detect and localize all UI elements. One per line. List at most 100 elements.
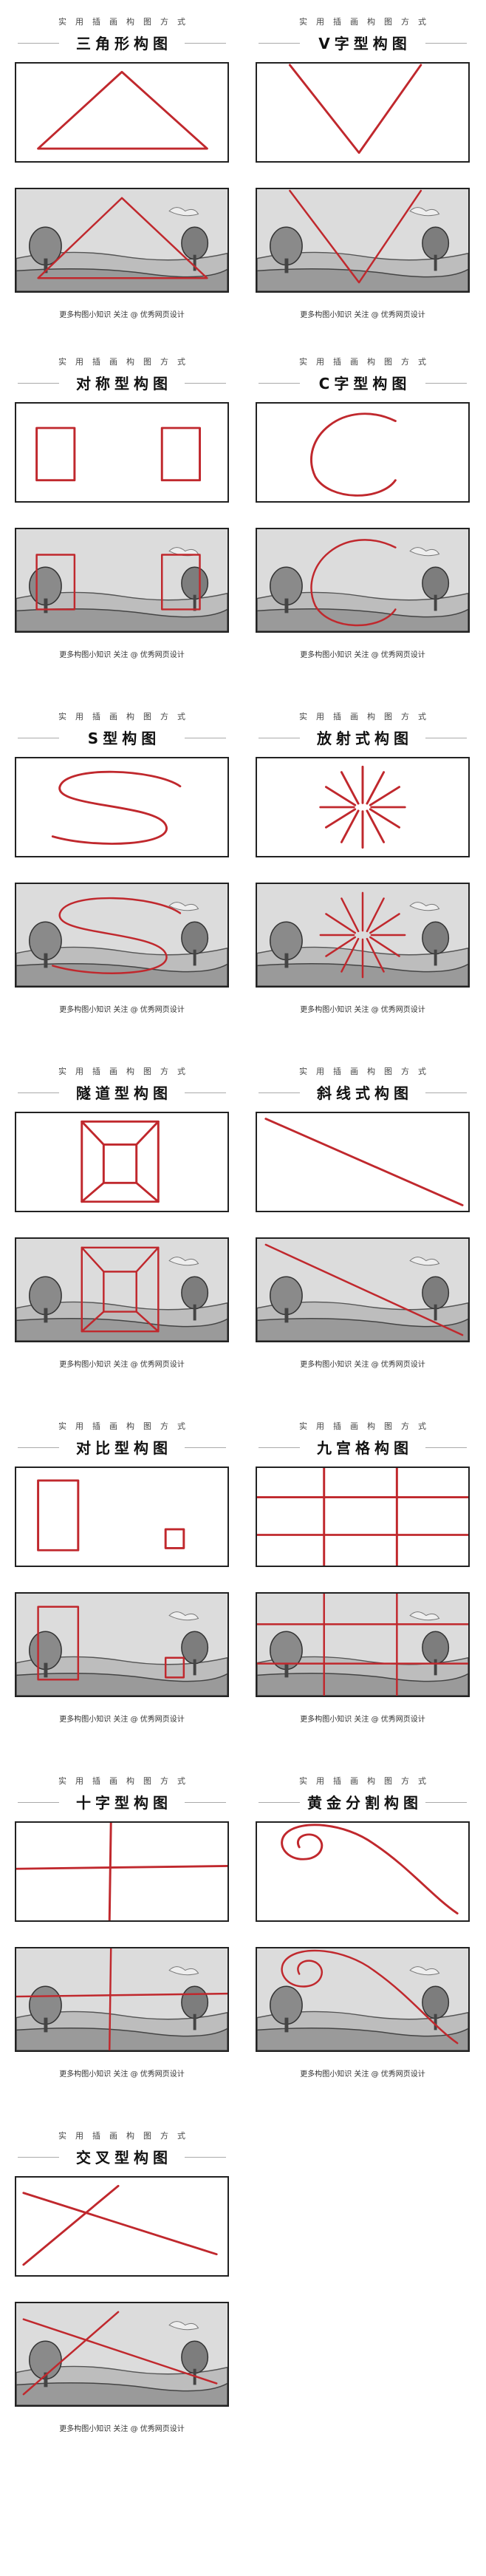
title-rule-right [425, 383, 467, 384]
title-rule-left [18, 1802, 59, 1803]
composition-card: 实用插画构图方式九宫格构图更多构图小知识 关注 @ 优秀网页设计 [256, 1421, 470, 1731]
card-title: C字型构图 [318, 375, 411, 392]
example-illustration [256, 1592, 470, 1697]
card-title: 九宫格构图 [317, 1439, 413, 1457]
composition-diagram [15, 2176, 229, 2277]
card-subtitle: 实用插画构图方式 [299, 1776, 435, 1786]
card-caption: 更多构图小知识 关注 @ 优秀网页设计 [59, 2425, 185, 2433]
card-caption: 更多构图小知识 关注 @ 优秀网页设计 [300, 1006, 425, 1014]
title-rule-right [425, 43, 467, 44]
card-caption: 更多构图小知识 关注 @ 优秀网页设计 [59, 651, 185, 659]
composition-diagram [256, 62, 470, 163]
composition-card: 实用插画构图方式 S型构图更多构图小知识 关注 @ 优秀网页设计 [15, 711, 229, 1022]
example-illustration [256, 1237, 470, 1342]
example-illustration [15, 883, 229, 988]
composition-diagram [256, 402, 470, 503]
title-rule-right [185, 383, 226, 384]
card-caption: 更多构图小知识 关注 @ 优秀网页设计 [300, 1361, 425, 1369]
card-title: 十字型构图 [76, 1794, 172, 1812]
card-subtitle: 实用插画构图方式 [58, 17, 194, 27]
title-rule-right [425, 1092, 467, 1093]
composition-card: 实用插画构图方式对称型构图更多构图小知识 关注 @ 优秀网页设计 [15, 356, 229, 667]
title-rule-left [18, 43, 59, 44]
card-title: 对称型构图 [76, 375, 172, 392]
card-caption: 更多构图小知识 关注 @ 优秀网页设计 [59, 2070, 185, 2079]
card-subtitle: 实用插画构图方式 [299, 712, 435, 721]
card-caption: 更多构图小知识 关注 @ 优秀网页设计 [300, 2070, 425, 2079]
title-rule-right [185, 1802, 226, 1803]
composition-diagram [256, 1821, 470, 1922]
example-illustration [256, 1947, 470, 2052]
title-rule-left [259, 1802, 300, 1803]
card-caption: 更多构图小知识 关注 @ 优秀网页设计 [300, 1716, 425, 1724]
card-subtitle: 实用插画构图方式 [299, 17, 435, 27]
composition-card: 实用插画构图方式 V字型构图更多构图小知识 关注 @ 优秀网页设计 [256, 16, 470, 327]
card-subtitle: 实用插画构图方式 [58, 1067, 194, 1076]
example-illustration [15, 1947, 229, 2052]
title-rule-left [18, 1447, 59, 1448]
title-rule-left [259, 1092, 300, 1093]
title-rule-left [259, 43, 300, 44]
composition-card: 实用插画构图方式放射式构图更多构图小知识 关注 @ 优秀网页设计 [256, 711, 470, 1022]
example-illustration [15, 1237, 229, 1342]
card-subtitle: 实用插画构图方式 [58, 712, 194, 721]
title-rule-right [185, 43, 226, 44]
card-caption: 更多构图小知识 关注 @ 优秀网页设计 [59, 1716, 185, 1724]
title-rule-right [425, 1802, 467, 1803]
card-title: 黄金分割构图 [307, 1794, 422, 1812]
card-title: 对比型构图 [76, 1439, 172, 1457]
composition-card: 实用插画构图方式对比型构图更多构图小知识 关注 @ 优秀网页设计 [15, 1421, 229, 1731]
composition-diagram [15, 1467, 229, 1567]
example-illustration [15, 528, 229, 633]
title-rule-right [185, 1447, 226, 1448]
card-caption: 更多构图小知识 关注 @ 优秀网页设计 [300, 651, 425, 659]
composition-diagram [15, 62, 229, 163]
composition-diagram [15, 1821, 229, 1922]
composition-card: 实用插画构图方式斜线式构图更多构图小知识 关注 @ 优秀网页设计 [256, 1066, 470, 1376]
composition-card: 实用插画构图方式黄金分割构图更多构图小知识 关注 @ 优秀网页设计 [256, 1775, 470, 2086]
composition-diagram [15, 1112, 229, 1212]
card-subtitle: 实用插画构图方式 [58, 1776, 194, 1786]
card-subtitle: 实用插画构图方式 [58, 2131, 194, 2141]
card-title: 交叉型构图 [76, 2149, 172, 2167]
card-title: 三角形构图 [76, 35, 172, 52]
title-rule-left [18, 2157, 59, 2158]
title-rule-left [18, 383, 59, 384]
composition-card: 实用插画构图方式十字型构图更多构图小知识 关注 @ 优秀网页设计 [15, 1775, 229, 2086]
card-caption: 更多构图小知识 关注 @ 优秀网页设计 [59, 1361, 185, 1369]
composition-diagram [256, 1112, 470, 1212]
composition-card: 实用插画构图方式交叉型构图更多构图小知识 关注 @ 优秀网页设计 [15, 2130, 229, 2441]
title-rule-left [259, 383, 300, 384]
card-title: S型构图 [87, 730, 161, 747]
card-title: 放射式构图 [317, 730, 413, 747]
card-title: 隧道型构图 [76, 1084, 172, 1102]
card-title: 斜线式构图 [317, 1084, 413, 1102]
title-rule-right [185, 1092, 226, 1093]
card-title: V字型构图 [318, 35, 411, 52]
example-illustration [256, 188, 470, 293]
composition-diagram [15, 757, 229, 857]
card-subtitle: 实用插画构图方式 [299, 1421, 435, 1431]
card-caption: 更多构图小知识 关注 @ 优秀网页设计 [59, 1006, 185, 1014]
composition-diagram [256, 1467, 470, 1567]
example-illustration [15, 188, 229, 293]
composition-card: 实用插画构图方式隧道型构图更多构图小知识 关注 @ 优秀网页设计 [15, 1066, 229, 1376]
card-subtitle: 实用插画构图方式 [58, 1421, 194, 1431]
composition-diagram [15, 402, 229, 503]
card-caption: 更多构图小知识 关注 @ 优秀网页设计 [300, 311, 425, 319]
example-illustration [256, 528, 470, 633]
card-subtitle: 实用插画构图方式 [58, 357, 194, 367]
example-illustration [15, 2302, 229, 2407]
example-illustration [15, 1592, 229, 1697]
composition-card: 实用插画构图方式三角形构图更多构图小知识 关注 @ 优秀网页设计 [15, 16, 229, 327]
title-rule-left [259, 1447, 300, 1448]
card-subtitle: 实用插画构图方式 [299, 357, 435, 367]
title-rule-right [425, 1447, 467, 1448]
card-subtitle: 实用插画构图方式 [299, 1067, 435, 1076]
composition-card: 实用插画构图方式 C字型构图更多构图小知识 关注 @ 优秀网页设计 [256, 356, 470, 667]
title-rule-left [18, 1092, 59, 1093]
card-caption: 更多构图小知识 关注 @ 优秀网页设计 [59, 311, 185, 319]
title-rule-right [185, 2157, 226, 2158]
example-illustration [256, 883, 470, 988]
composition-diagram [256, 757, 470, 857]
